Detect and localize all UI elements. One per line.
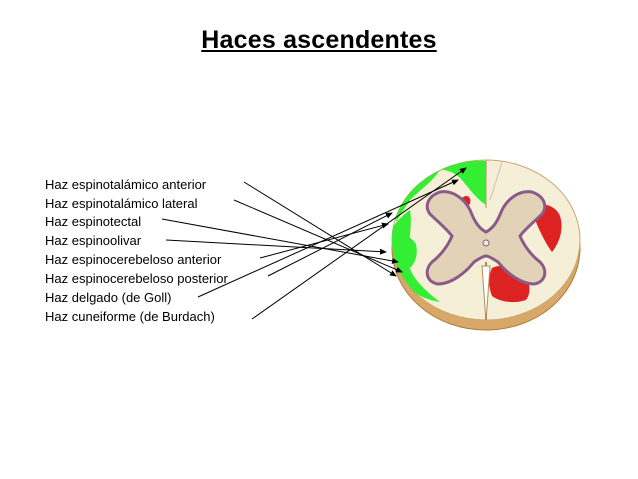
leader-line-spinothalamic-anterior	[243, 181, 397, 277]
leader-line-gracile-fasciculus	[197, 179, 459, 298]
gray-matter	[425, 190, 547, 286]
leader-line-spinothalamic-lateral	[233, 199, 403, 273]
label-spinocerebellar-posterior: Haz espinocerebeloso posterior	[45, 271, 228, 286]
leader-line-spinocerebellar-anterior	[259, 222, 389, 259]
label-cuneate-fasciculus: Haz cuneiforme (de Burdach)	[45, 309, 215, 324]
label-spinotectal: Haz espinotectal	[45, 214, 142, 229]
leader-line-cuneate-fasciculus	[251, 167, 467, 320]
leader-line-spinocerebellar-posterior	[267, 212, 393, 277]
leader-lines	[161, 167, 467, 320]
page-title: Haces ascendentes	[201, 26, 437, 54]
label-spinothalamic-lateral: Haz espinotalámico lateral	[45, 196, 198, 211]
leader-line-spinotectal	[161, 218, 399, 264]
label-spinocerebellar-anterior: Haz espinocerebeloso anterior	[45, 252, 222, 267]
central-canal	[482, 239, 490, 247]
label-spino-olivary: Haz espinoolivar	[45, 233, 142, 248]
label-gracile-fasciculus: Haz delgado (de Goll)	[45, 290, 172, 305]
leader-line-spino-olivary	[165, 239, 387, 255]
label-spinothalamic-anterior: Haz espinotalámico anterior	[45, 177, 207, 192]
